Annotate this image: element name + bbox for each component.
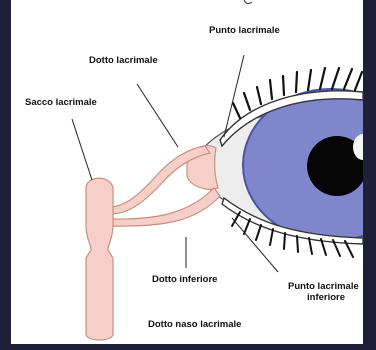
label-punto-lacrimale: Punto lacrimale — [209, 25, 280, 36]
leader-line-sacco-lacrimale — [72, 119, 92, 180]
label-punto-lacrimale-inferiore-line1: Punto lacrimale — [288, 281, 359, 292]
leader-line-dotto-lacrimale — [137, 84, 178, 147]
label-dotto-lacrimale: Dotto lacrimale — [89, 55, 158, 66]
lacrimal-sac-and-nasolacrimal-duct — [86, 178, 113, 340]
cropped-text-fragment — [244, 0, 252, 4]
label-dotto-naso-lacrimale: Dotto naso lacrimale — [148, 319, 241, 330]
label-sacco-lacrimale: Sacco lacrimale — [25, 97, 97, 108]
label-dotto-inferiore: Dotto inferiore — [152, 274, 217, 285]
label-punto-lacrimale-inferiore-line2: inferiore — [307, 292, 345, 303]
